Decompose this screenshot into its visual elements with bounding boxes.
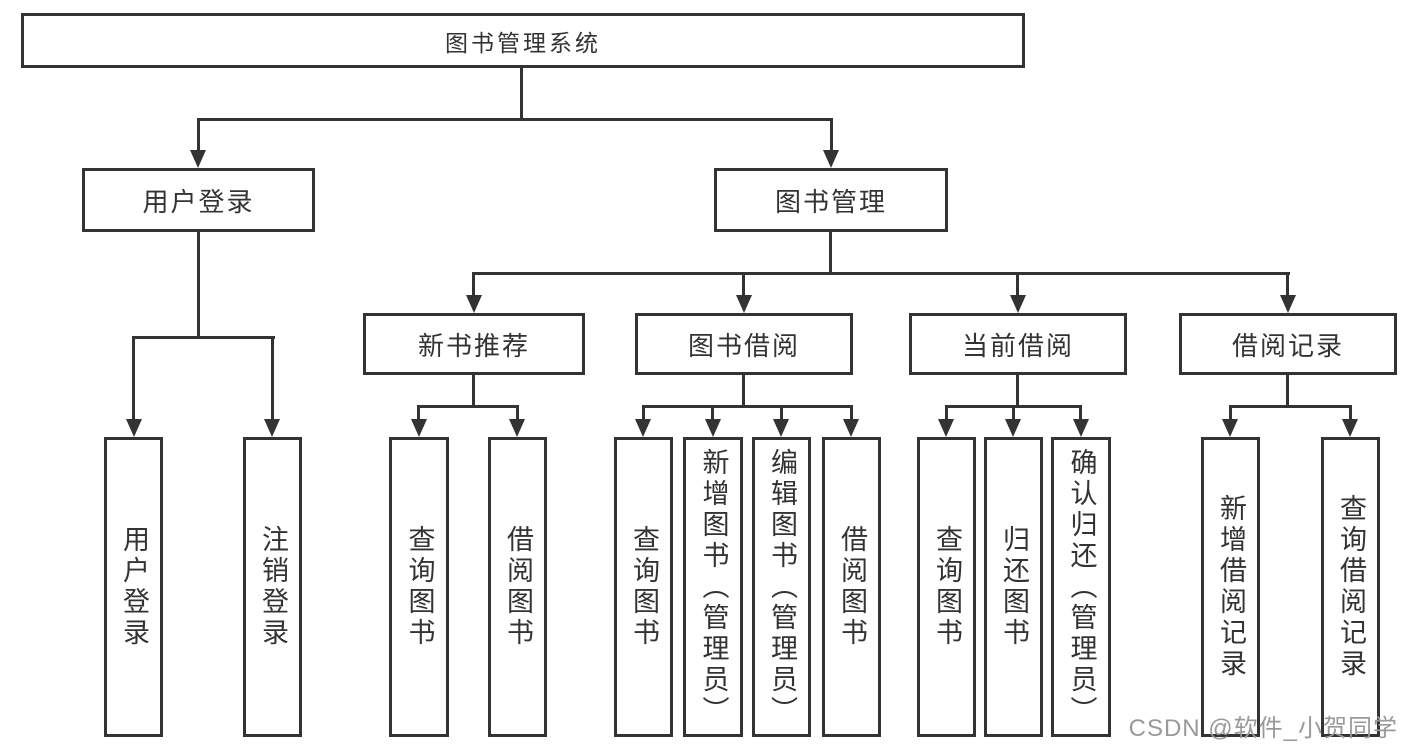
leaf-label: 注销登录 (258, 525, 289, 649)
leaf-label: 新增借阅记录 (1216, 494, 1247, 680)
leaf-query-books-recommend: 查询图书 (389, 437, 449, 737)
connector-line (829, 232, 832, 272)
connector-line (1229, 405, 1232, 419)
connector-line (1079, 405, 1082, 419)
connector-line (516, 405, 519, 419)
connector-line (520, 68, 523, 118)
node-user-login: 用户登录 (82, 168, 315, 232)
connector-line (197, 118, 200, 150)
leaf-label: 查询图书 (629, 525, 660, 649)
connector-line (417, 405, 519, 408)
arrowhead-icon (1342, 419, 1358, 437)
connector-line (780, 405, 783, 419)
connector-line (1229, 405, 1352, 408)
connector-line (197, 118, 833, 121)
connector-line (473, 272, 1290, 275)
leaf-edit-books-admin: 编辑图书（管理员） (752, 437, 811, 737)
connector-line (830, 118, 833, 150)
leaf-label: 确认归还（管理员） (1066, 447, 1097, 727)
leaf-label: 归还图书 (999, 525, 1030, 649)
leaf-label: 编辑图书（管理员） (767, 447, 798, 727)
arrowhead-icon (411, 419, 427, 437)
arrowhead-icon (466, 295, 482, 313)
arrowhead-icon (264, 419, 280, 437)
connector-line (945, 405, 948, 419)
connector-line (1016, 375, 1019, 405)
csdn-watermark: CSDN @软件_小贺同学 (1128, 715, 1398, 742)
connector-line (472, 272, 475, 295)
arrowhead-icon (1280, 295, 1296, 313)
leaf-label: 借阅图书 (837, 525, 868, 649)
leaf-query-borrow-record: 查询借阅记录 (1321, 437, 1380, 737)
leaf-label: 用户登录 (119, 525, 150, 649)
arrowhead-icon (1010, 295, 1026, 313)
leaf-query-books-current: 查询图书 (917, 437, 976, 737)
connector-line (132, 336, 275, 339)
connector-line (1349, 405, 1352, 419)
connector-line (742, 375, 745, 405)
leaf-label: 查询借阅记录 (1336, 494, 1367, 680)
connector-line (711, 405, 714, 419)
arrowhead-icon (843, 419, 859, 437)
arrowhead-icon (823, 150, 839, 168)
arrowhead-icon (1005, 419, 1021, 437)
connector-line (742, 272, 745, 295)
leaf-logout: 注销登录 (243, 437, 302, 737)
connector-line (1012, 405, 1015, 419)
connector-line (1016, 272, 1019, 295)
leaf-borrow-books: 借阅图书 (822, 437, 881, 737)
leaf-confirm-return-admin: 确认归还（管理员） (1051, 437, 1111, 737)
arrowhead-icon (509, 419, 525, 437)
leaf-user-login: 用户登录 (104, 437, 163, 737)
node-book-borrowing: 图书借阅 (635, 313, 853, 375)
arrowhead-icon (635, 419, 651, 437)
arrowhead-icon (773, 419, 789, 437)
leaf-label: 新增图书（管理员） (698, 447, 729, 727)
arrowhead-icon (705, 419, 721, 437)
leaf-label: 查询图书 (932, 525, 963, 649)
connector-line (197, 232, 200, 336)
leaf-label: 查询图书 (404, 525, 435, 649)
leaf-return-books: 归还图书 (984, 437, 1043, 737)
connector-line (1286, 375, 1289, 405)
connector-line (271, 336, 274, 419)
leaf-add-books-admin: 新增图书（管理员） (683, 437, 743, 737)
connector-line (1286, 272, 1289, 295)
node-new-book-recommend: 新书推荐 (363, 313, 585, 375)
node-book-management: 图书管理 (714, 168, 948, 232)
arrowhead-icon (1073, 419, 1089, 437)
leaf-borrow-books-recommend: 借阅图书 (488, 437, 547, 737)
connector-line (642, 405, 645, 419)
connector-line (417, 405, 420, 419)
connector-line (850, 405, 853, 419)
connector-line (472, 375, 475, 405)
connector-line (642, 405, 853, 408)
arrowhead-icon (938, 419, 954, 437)
node-library-management-system: 图书管理系统 (21, 13, 1025, 68)
arrowhead-icon (1222, 419, 1238, 437)
arrowhead-icon (126, 419, 142, 437)
leaf-add-borrow-record: 新增借阅记录 (1201, 437, 1260, 737)
connector-line (132, 336, 135, 419)
arrowhead-icon (736, 295, 752, 313)
node-borrowing-records: 借阅记录 (1179, 313, 1397, 375)
leaf-label: 借阅图书 (503, 525, 534, 649)
node-current-borrowing: 当前借阅 (909, 313, 1127, 375)
leaf-query-books-borrowing: 查询图书 (614, 437, 673, 737)
arrowhead-icon (190, 150, 206, 168)
